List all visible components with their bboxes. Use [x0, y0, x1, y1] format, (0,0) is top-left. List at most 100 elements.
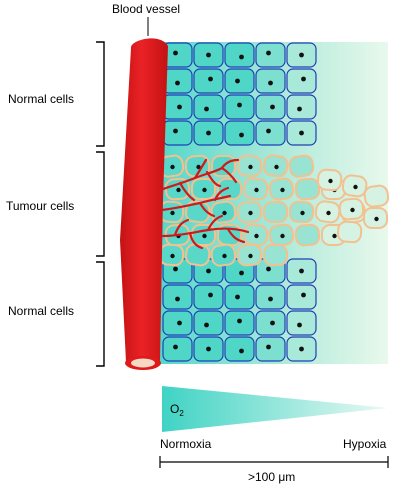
cell-nucleus: [266, 266, 271, 272]
normal-cell: [193, 284, 224, 310]
cell-nucleus: [204, 322, 209, 328]
cell-nucleus: [299, 268, 304, 274]
bracket-tumour: [96, 151, 105, 257]
cell-nucleus: [266, 344, 271, 350]
cell-nucleus: [326, 210, 331, 216]
cell-nucleus: [239, 132, 244, 138]
cell-nucleus: [270, 104, 275, 110]
cell-nucleus: [175, 80, 180, 86]
cell-nucleus: [206, 346, 211, 352]
normal-cells-bottom-label: Normal cells: [8, 304, 74, 318]
cell-nucleus: [248, 210, 253, 216]
angiogenic-vessel-branches: [158, 158, 250, 250]
cell-nucleus: [301, 292, 306, 298]
cell-nucleus: [248, 164, 253, 170]
cell-nucleus: [350, 207, 355, 213]
cell-nucleus: [237, 102, 242, 108]
normal-cell: [286, 310, 317, 336]
cell-nucleus: [239, 270, 244, 276]
tumour-cell: [263, 244, 288, 266]
blood-vessel-lumen: [131, 358, 155, 368]
cell-nucleus: [222, 253, 227, 259]
cell-nucleus: [204, 106, 209, 112]
cell-nucleus: [300, 210, 305, 216]
normal-cells-bottom-grid: [162, 258, 317, 362]
cell-nucleus: [270, 320, 275, 326]
cell-nucleus: [280, 187, 285, 193]
normal-cell: [255, 42, 286, 68]
cell-nucleus: [239, 348, 244, 354]
cell-nucleus: [268, 80, 273, 86]
cell-nucleus: [170, 253, 175, 259]
normal-cell: [162, 336, 193, 362]
cell-nucleus: [196, 164, 201, 170]
cell-nucleus: [266, 50, 271, 56]
bracket-normal-top: [96, 41, 105, 147]
cell-nucleus: [297, 322, 302, 328]
cell-nucleus: [202, 187, 207, 193]
cell-nucleus: [353, 184, 358, 190]
cell-nucleus: [206, 130, 211, 136]
normoxia-label: Normoxia: [160, 437, 212, 451]
blood-vessel-tube: [120, 38, 168, 363]
cell-nucleus: [239, 54, 244, 60]
tumour-cell: [363, 184, 390, 208]
cell-nucleus: [177, 104, 182, 110]
cell-nucleus: [173, 128, 178, 134]
cell-nucleus: [297, 106, 302, 112]
cell-nucleus: [176, 187, 181, 193]
cell-nucleus: [170, 164, 175, 170]
cell-nucleus: [173, 266, 178, 272]
tumour-cell: [184, 243, 211, 267]
cell-nucleus: [177, 320, 182, 326]
distance-scale: [159, 456, 389, 468]
cell-nucleus: [328, 178, 333, 184]
cell-nucleus: [268, 296, 273, 302]
tumour-cell: [263, 201, 288, 223]
oxygen-label: O2: [170, 402, 184, 418]
cell-nucleus: [254, 233, 259, 239]
normal-cell: [193, 310, 224, 336]
cell-nucleus: [208, 76, 213, 82]
cell-nucleus: [254, 187, 259, 193]
cell-nucleus: [332, 233, 337, 239]
tumour-cell: [288, 154, 315, 178]
oxygen-gradient-wedge: [162, 386, 388, 432]
cell-nucleus: [202, 233, 207, 239]
normal-cell: [286, 284, 317, 310]
cell-nucleus: [280, 233, 285, 239]
normal-cell: [224, 336, 255, 362]
cell-nucleus: [222, 210, 227, 216]
cell-nucleus: [248, 253, 253, 259]
tumour-cell: [294, 223, 321, 247]
normal-cell: [162, 120, 193, 146]
blood-vessel: [120, 38, 168, 370]
bracket-normal-bottom: [96, 261, 105, 367]
cell-nucleus: [274, 164, 279, 170]
tumour-cell: [216, 223, 243, 247]
cell-nucleus: [208, 292, 213, 298]
normal-cells-top-label: Normal cells: [8, 92, 74, 106]
tumour-cell: [294, 177, 321, 201]
normal-cell: [255, 336, 286, 362]
cell-nucleus: [173, 344, 178, 350]
cell-nucleus: [237, 318, 242, 324]
region-brackets: [96, 41, 105, 367]
cell-nucleus: [235, 294, 240, 300]
blood-vessel-label: Blood vessel: [112, 2, 180, 16]
tumour-cell: [336, 220, 363, 244]
normal-cell: [286, 68, 317, 94]
normal-cell: [193, 68, 224, 94]
normal-cell: [193, 94, 224, 120]
cell-nucleus: [173, 50, 178, 56]
cell-nucleus: [206, 52, 211, 58]
tumour-cell: [216, 177, 243, 201]
cell-nucleus: [299, 130, 304, 136]
cell-nucleus: [299, 52, 304, 58]
cell-nucleus: [374, 216, 379, 222]
cell-nucleus: [175, 296, 180, 302]
tumour-cells-label: Tumour cells: [6, 199, 74, 213]
cell-nucleus: [299, 346, 304, 352]
cell-nucleus: [206, 268, 211, 274]
